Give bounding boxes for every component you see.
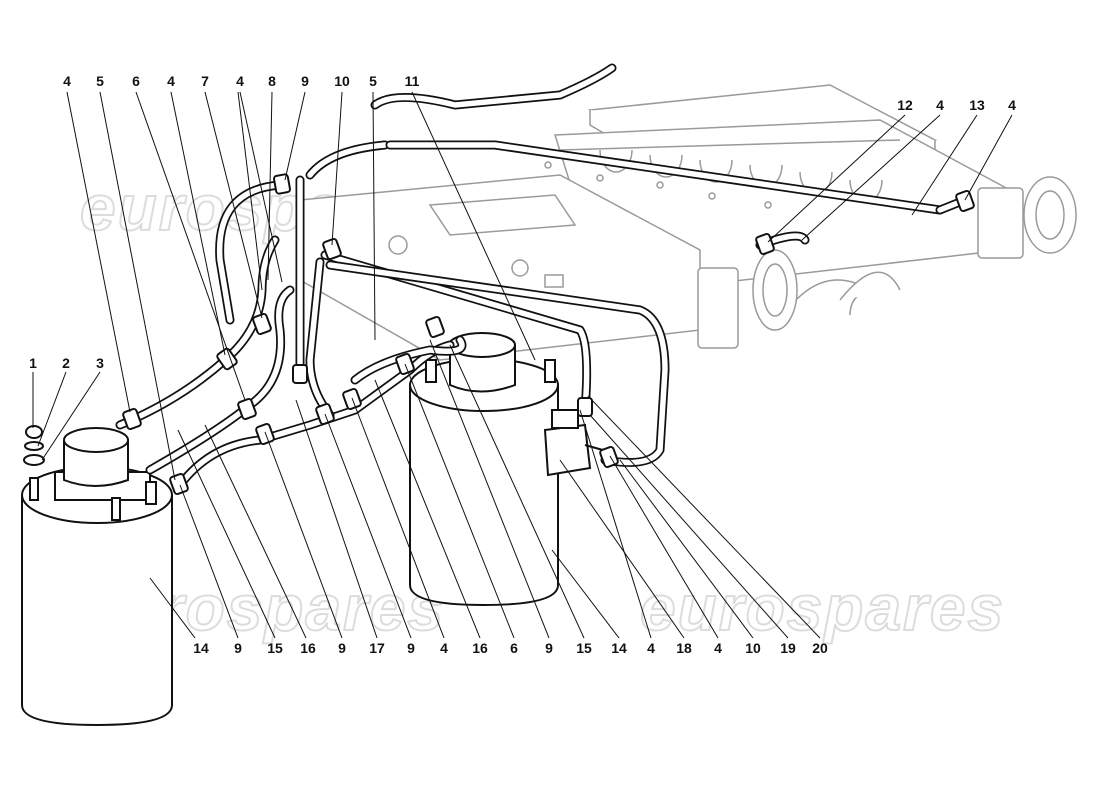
callout-label: 15 [576,640,592,656]
left-canister [21,427,173,727]
callout-label: 4 [1008,97,1016,113]
callout-label: 5 [96,73,104,89]
callout-label: 4 [936,97,944,113]
callout-label: 17 [369,640,385,656]
callout-label: 19 [780,640,796,656]
callout-label: 16 [300,640,316,656]
callout-label: 7 [201,73,209,89]
callout-label: 4 [167,73,175,89]
callouts-bottom: 14 9 15 16 9 17 9 4 16 6 9 15 14 4 18 4 … [193,640,828,656]
callout-label: 4 [440,640,448,656]
callout-label: 8 [268,73,276,89]
watermark-4: eurospares [640,572,1005,644]
intake-manifold [299,84,1077,361]
right-canister [409,332,559,607]
callout-label: 6 [510,640,518,656]
vent-pipe [370,63,617,110]
callout-label: 4 [714,640,722,656]
callout-label: 5 [369,73,377,89]
callouts-left: 1 2 3 [29,355,104,371]
callout-label: 14 [193,640,209,656]
callout-label: 13 [969,97,985,113]
callout-label: 11 [405,73,420,89]
callout-label: 20 [812,640,828,656]
valve [543,409,611,477]
callout-label: 9 [545,640,553,656]
callout-label: 15 [267,640,283,656]
callout-label: 4 [63,73,71,89]
leader-lines [32,91,1013,639]
callout-label: 10 [334,73,350,89]
callout-label: 3 [96,355,104,371]
callout-label: 4 [647,640,655,656]
callout-label: 9 [301,73,309,89]
callout-label: 6 [132,73,140,89]
callout-label: 9 [234,640,242,656]
callout-label: 4 [236,73,244,89]
callout-label: 10 [745,640,761,656]
callout-label: 12 [897,97,913,113]
callout-label: 2 [62,355,70,371]
gaskets [23,425,45,466]
callout-label: 9 [407,640,415,656]
callout-label: 14 [611,640,627,656]
callout-label: 16 [472,640,488,656]
callout-label: 9 [338,640,346,656]
callout-label: 18 [676,640,692,656]
callout-label: 1 [29,355,37,371]
callouts-top: 4 5 6 4 7 4 8 9 10 5 11 12 4 13 4 [63,73,1016,113]
